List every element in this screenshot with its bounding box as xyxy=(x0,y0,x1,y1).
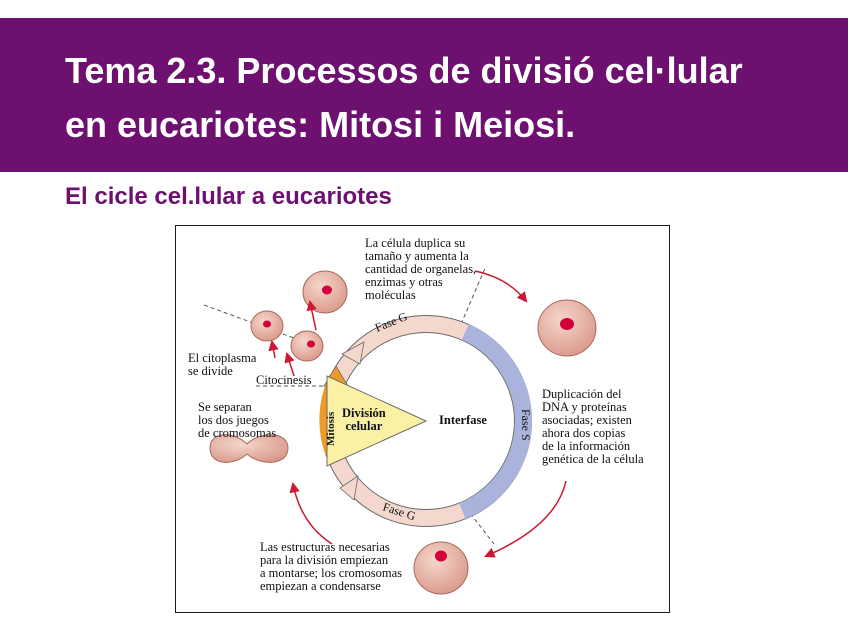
page-title-line-1: Tema 2.3. Processos de divisió cel·lular xyxy=(65,50,743,92)
mitosis-label: Mitosis xyxy=(325,411,337,446)
structures-caption: Las estructuras necesarias para la divis… xyxy=(260,541,402,593)
large-interphase-cell xyxy=(538,300,596,356)
page-title-line-2: en eucariotes: Mitosi i Meiosi. xyxy=(65,104,575,146)
cell-cycle-figure: Fase G Fase S Fase G Mitosis Interfase D… xyxy=(175,225,670,613)
g2-cell xyxy=(414,542,468,594)
division-label: División celular xyxy=(342,407,386,433)
g2-to-division-arrow xyxy=(293,484,332,544)
growth-caption: La célula duplica su tamaño y aumenta la… xyxy=(365,237,476,302)
daughter-cell-top xyxy=(251,311,283,341)
cytoplasm-caption: El citoplasma se divide xyxy=(188,352,256,378)
cytokinesis-label: Citocinesis xyxy=(256,374,312,387)
daughter-cell-bottom xyxy=(291,331,323,361)
header-band xyxy=(0,18,848,172)
daughter-arrow-top xyxy=(272,342,275,358)
section-subtitle: El cicle cel.lular a eucariotes xyxy=(65,183,392,211)
interphase-label: Interfase xyxy=(439,413,487,427)
growth-cell xyxy=(303,271,347,313)
growth-arrow xyxy=(475,271,526,301)
s-phase-label: Fase S xyxy=(519,409,533,441)
separate-caption: Se separan los dos juegos de cromosomas xyxy=(198,401,276,440)
dna-caption: Duplicación del DNA y proteínas asociada… xyxy=(542,388,644,466)
